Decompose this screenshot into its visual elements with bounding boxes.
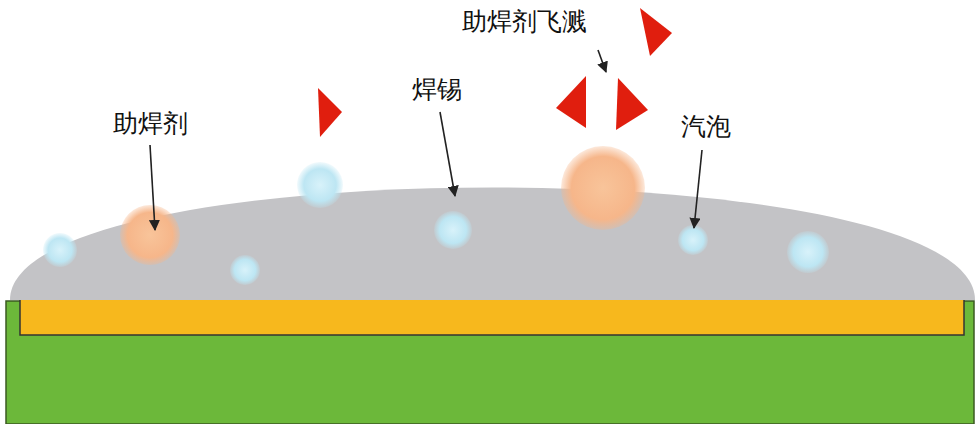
flux-label: 助焊剂 bbox=[113, 110, 188, 138]
solder-label: 焊锡 bbox=[412, 76, 462, 104]
solder-dome bbox=[10, 188, 975, 301]
leader-arrows bbox=[150, 50, 702, 230]
bubbles bbox=[43, 162, 829, 285]
spatter-triangles bbox=[318, 8, 672, 137]
bubble-label: 汽泡 bbox=[681, 113, 731, 141]
copper-pad bbox=[20, 299, 964, 335]
spatter-label: 助焊剂飞溅 bbox=[462, 8, 587, 36]
flux-droplets bbox=[120, 146, 645, 265]
